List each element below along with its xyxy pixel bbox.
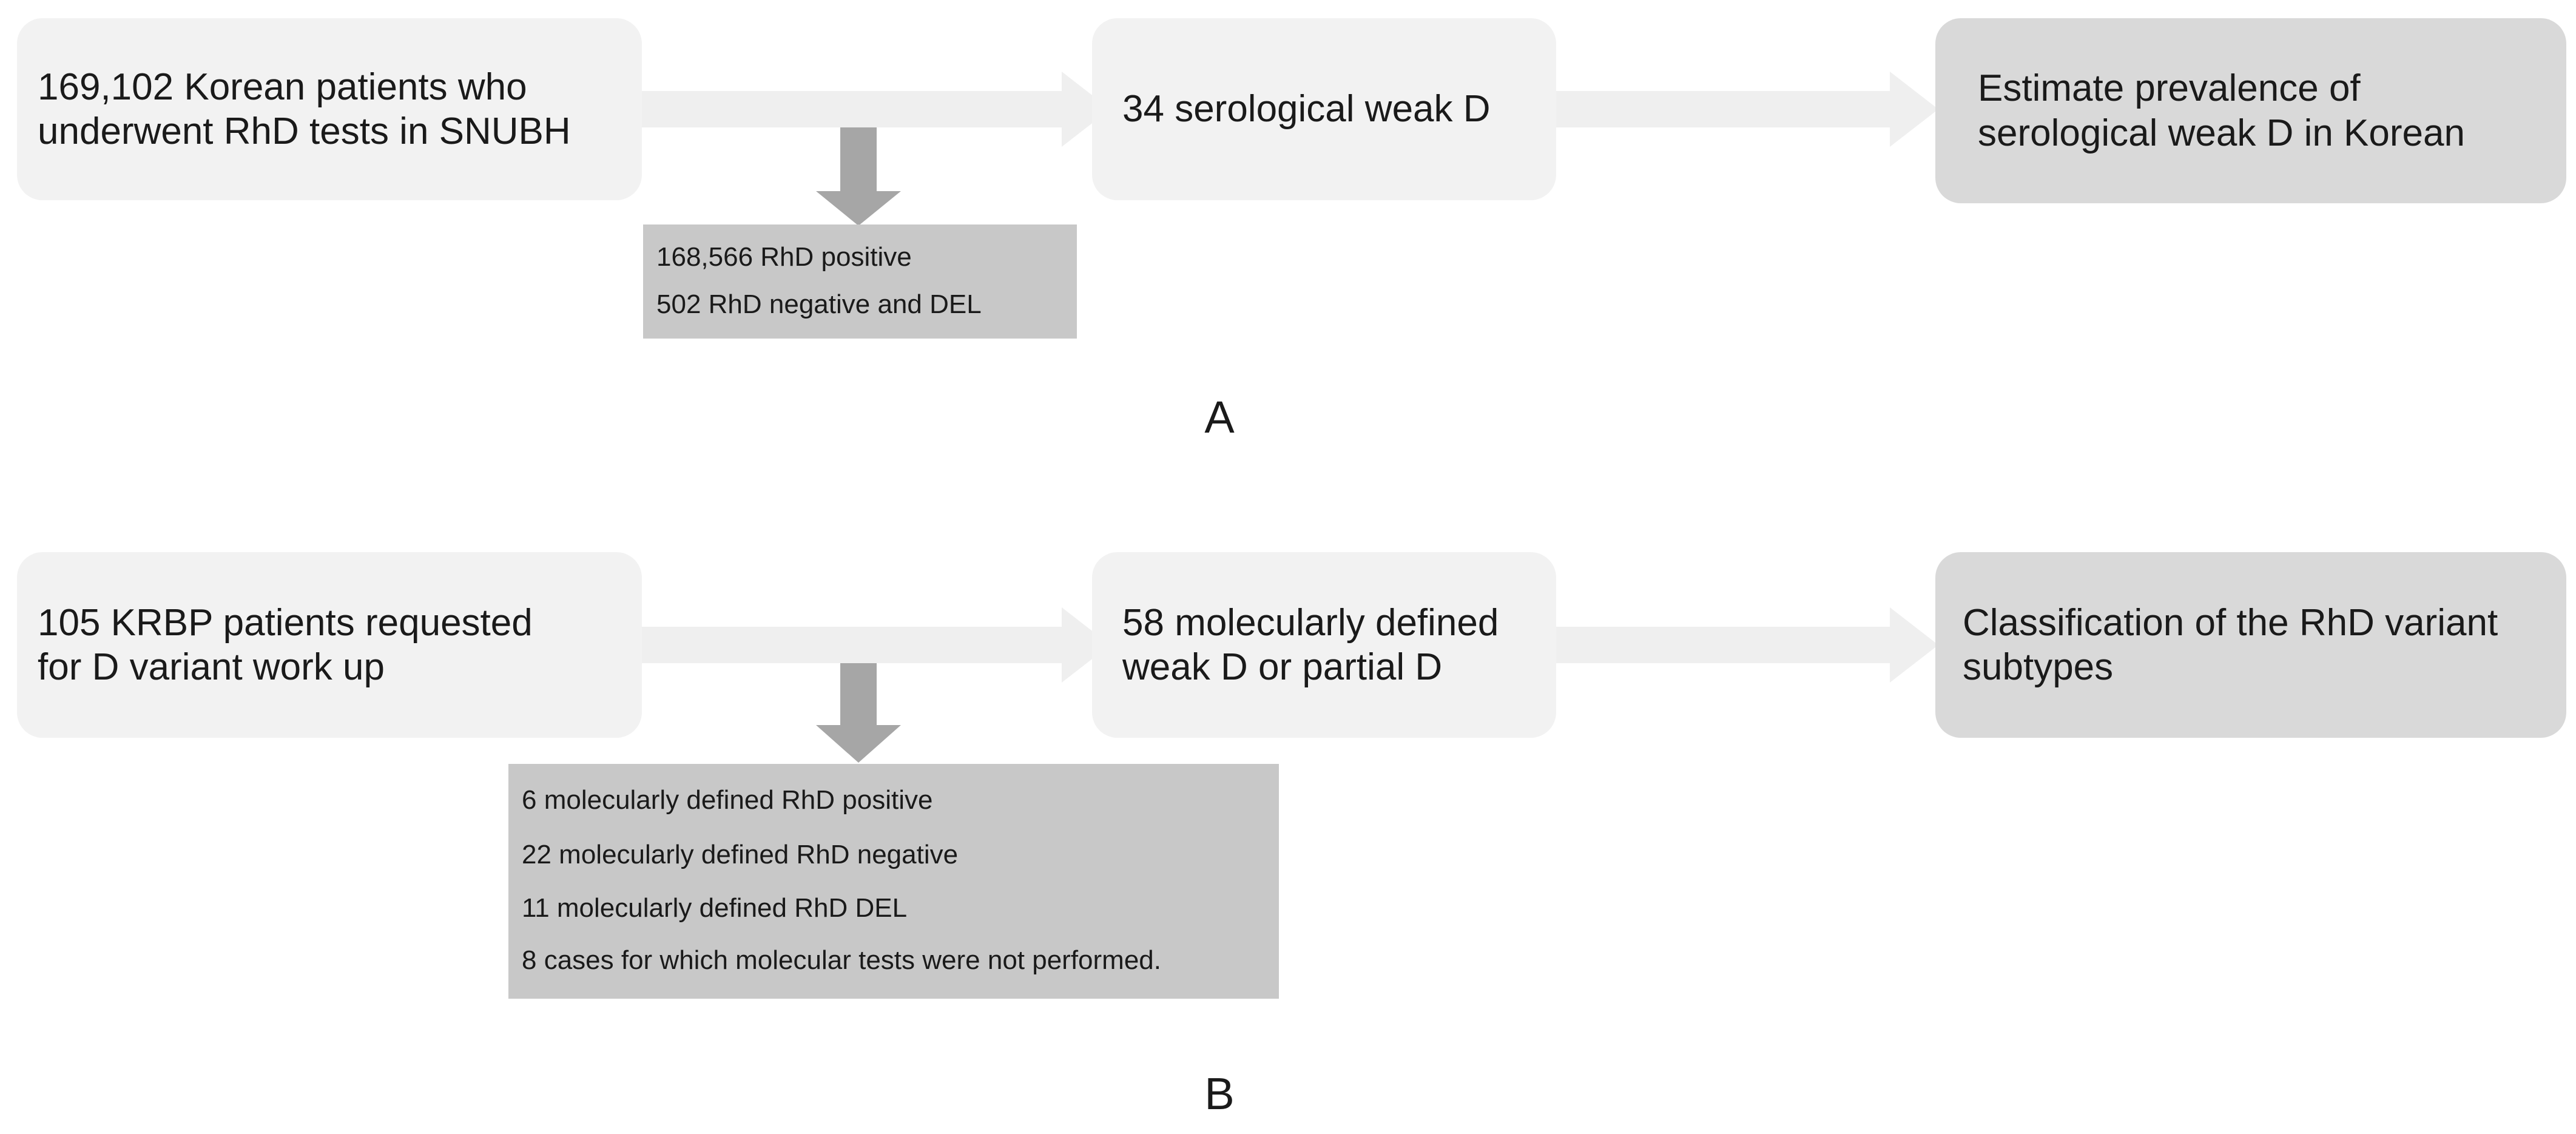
outcome-box: Classification of the RhD variant subtyp… [1935,552,2566,738]
exclusion-box: 6 molecularly defined RhD positive 22 mo… [508,764,1279,999]
middle-line-2: weak D or partial D [1122,646,1443,688]
outcome-line-2: serological weak D in Korean [1978,112,2465,154]
outcome-line-1: Classification of the RhD variant [1963,601,2498,644]
panel-label-b: B [1204,1068,1235,1119]
source-line-1: 169,102 Korean patients who [38,66,527,108]
arrow-middle-to-outcome [1553,72,1938,147]
arrow-source-to-middle [637,607,1110,683]
exclusion-item: 11 molecularly defined RhD DEL [522,893,908,923]
outcome-line-1: Estimate prevalence of [1978,67,2361,110]
outcome-line-2: subtypes [1963,646,2114,688]
exclusion-item: 168,566 RhD positive [656,242,912,272]
exclusion-item: 6 molecularly defined RhD positive [522,785,933,815]
exclusion-item: 22 molecularly defined RhD negative [522,840,959,869]
panel-a-arrows [637,72,1938,226]
middle-line-1: 34 serological weak D [1122,88,1491,130]
flowchart-panel-b: 105 KRBP patients requested for D varian… [0,534,2576,1134]
flowchart-panel-a: 169,102 Korean patients who underwent Rh… [0,0,2576,461]
arrow-down-exclusion [816,663,901,763]
exclusion-item: 502 RhD negative and DEL [656,289,982,319]
arrow-middle-to-outcome [1553,607,1938,683]
middle-line-1: 58 molecularly defined [1122,601,1499,644]
arrow-source-to-middle [637,72,1110,147]
outcome-box: Estimate prevalence of serological weak … [1935,18,2566,203]
source-box: 169,102 Korean patients who underwent Rh… [17,18,642,200]
middle-box: 34 serological weak D [1092,18,1556,200]
source-line-2: underwent RhD tests in SNUBH [38,110,571,152]
source-line-1: 105 KRBP patients requested [38,601,533,644]
source-box: 105 KRBP patients requested for D varian… [17,552,642,738]
arrow-down-exclusion [816,127,901,226]
middle-box: 58 molecularly defined weak D or partial… [1092,552,1556,738]
exclusion-box: 168,566 RhD positive 502 RhD negative an… [643,224,1077,339]
source-line-2: for D variant work up [38,646,385,688]
panel-b-arrows [637,607,1938,763]
panel-label-a: A [1204,392,1235,442]
exclusion-item: 8 cases for which molecular tests were n… [522,945,1162,975]
